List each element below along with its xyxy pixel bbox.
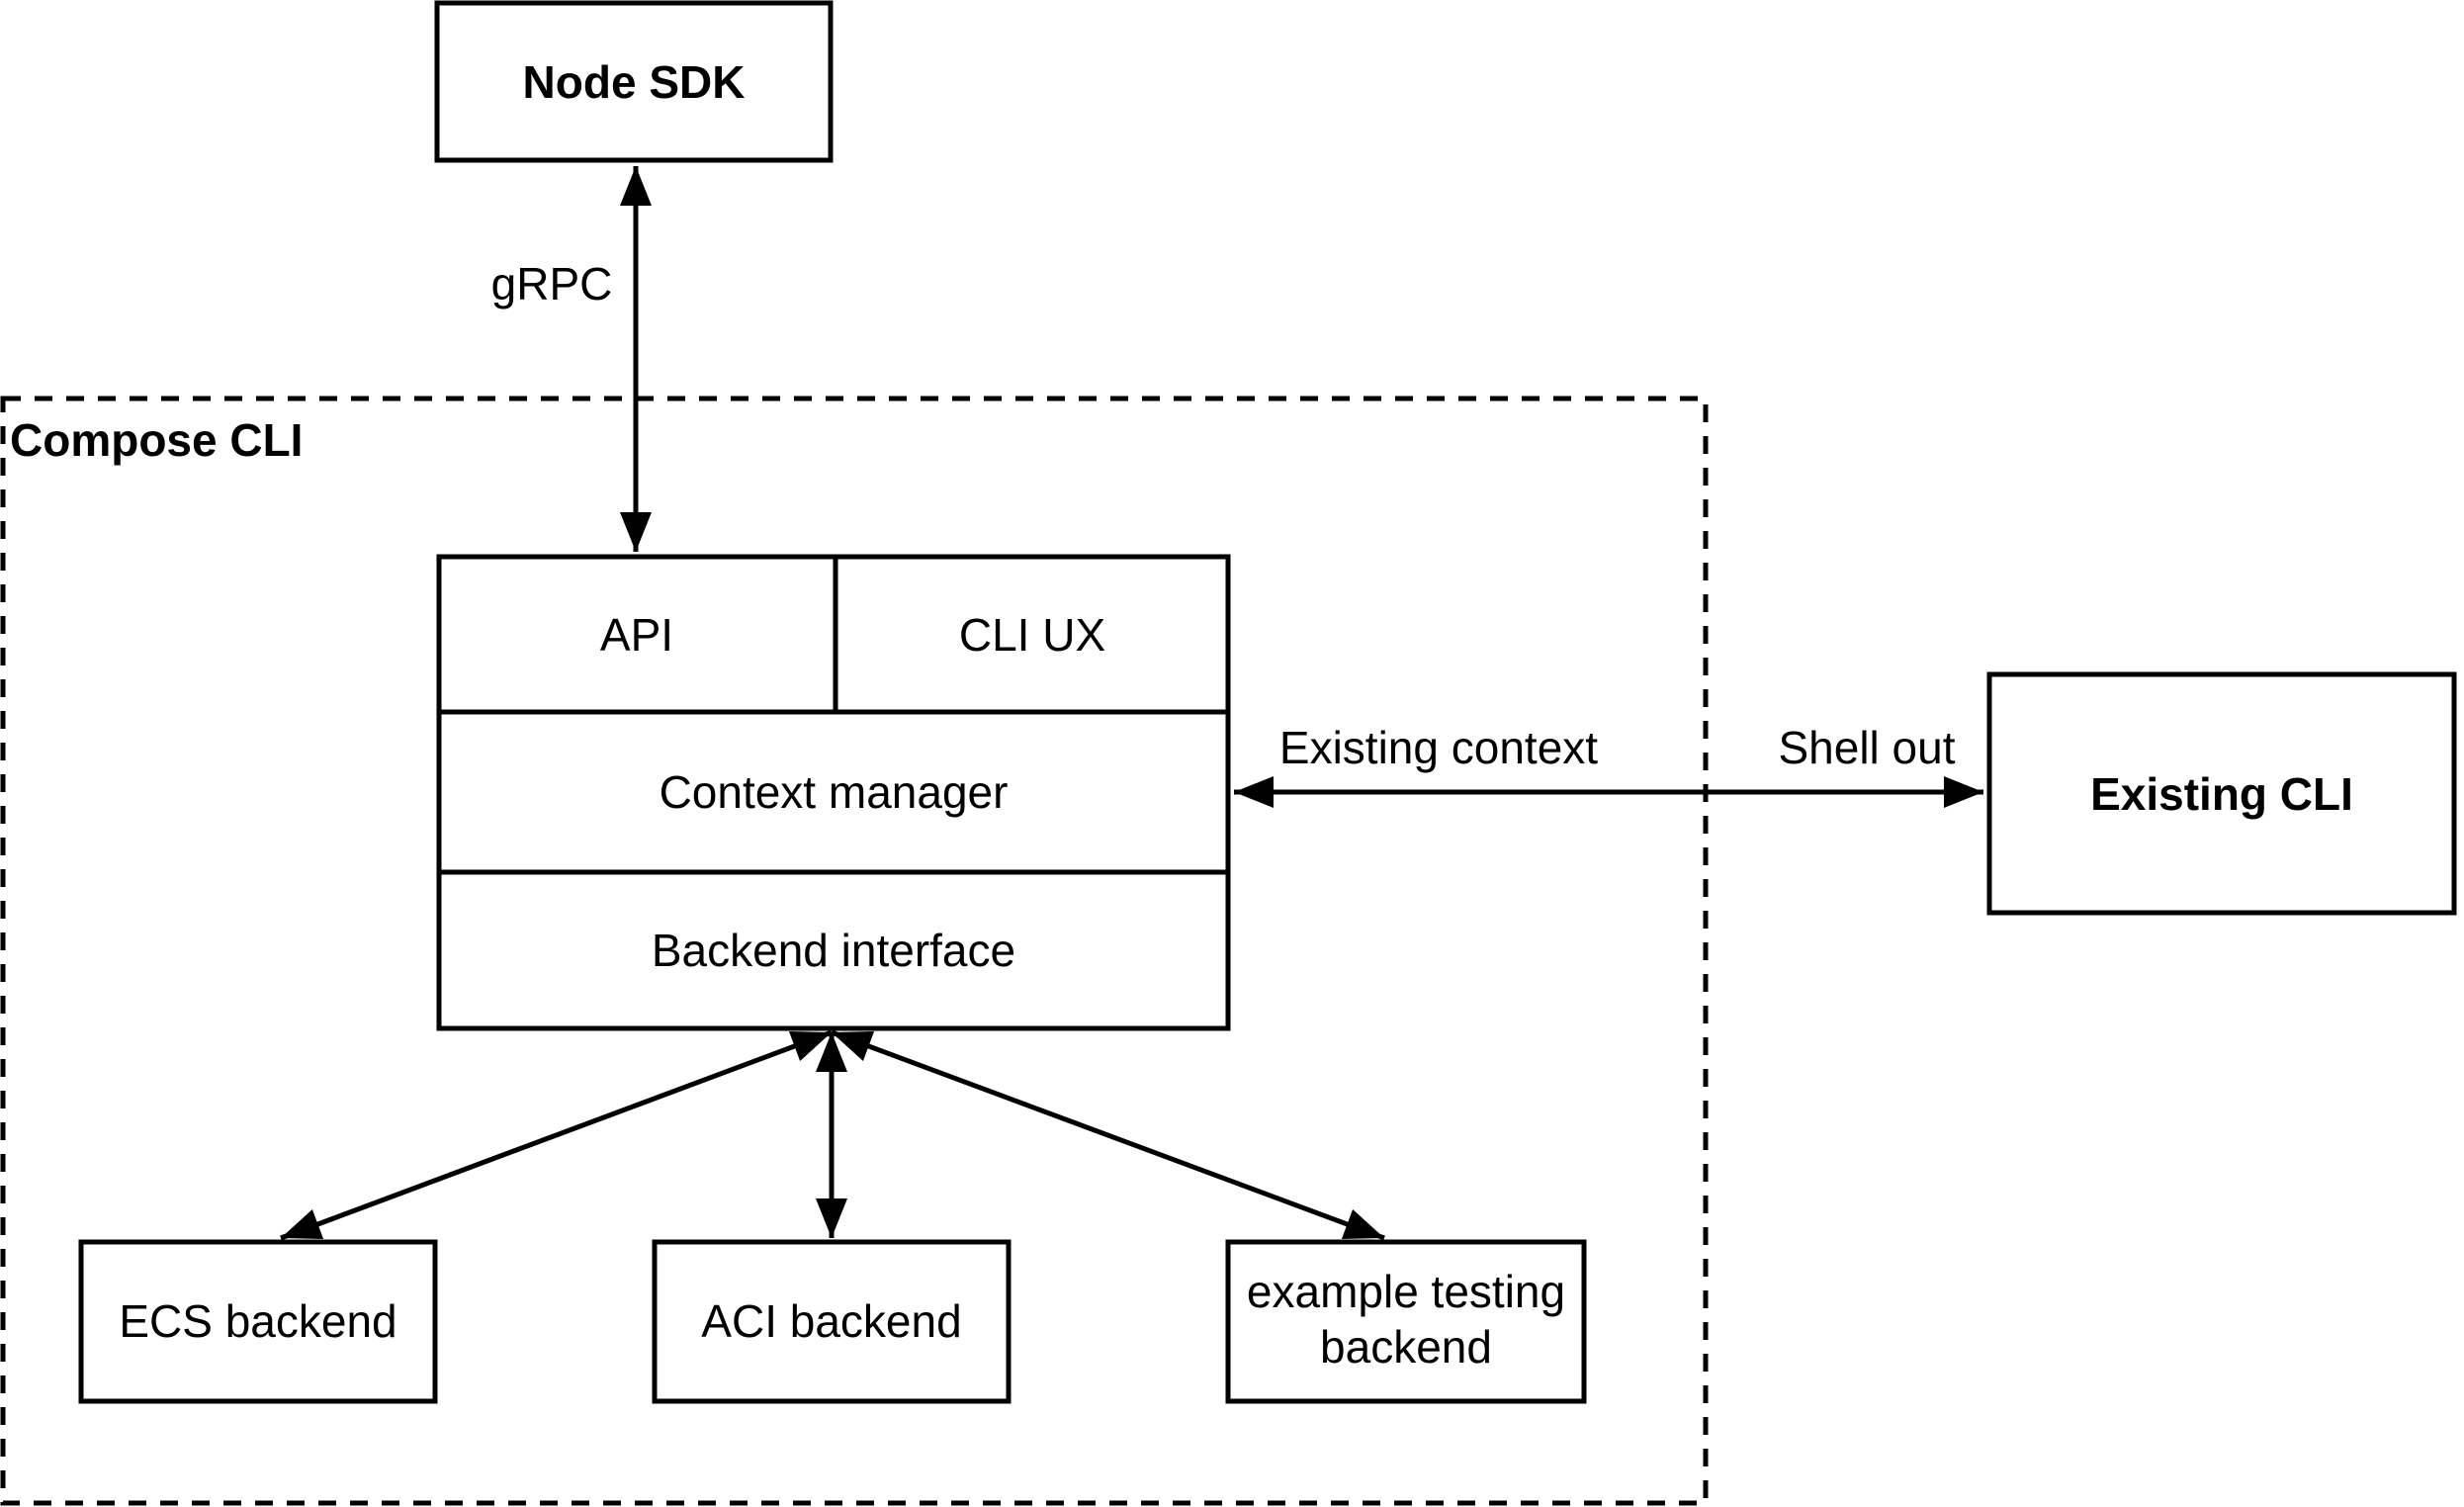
compose-cli-group-box (0, 396, 1709, 1506)
context-manager-label: Context manager (660, 766, 1009, 818)
example-testing-backend-label-line2: backend (1320, 1321, 1492, 1373)
aci-backend-box (652, 1239, 1012, 1404)
edge-backend-ecs (280, 1029, 833, 1241)
node-sdk-label: Node SDK (523, 56, 746, 108)
edge-backend-example (831, 1029, 1385, 1241)
backend-interface-label: Backend interface (652, 925, 1015, 976)
ecs-backend-label: ECS backend (119, 1295, 396, 1347)
ecs-backend-box (78, 1239, 438, 1404)
api-label: API (600, 609, 673, 661)
example-testing-backend-label-line1: example testing (1247, 1266, 1565, 1317)
example-testing-backend-box (1225, 1239, 1587, 1404)
edge-grpc-label: gRPC (491, 258, 613, 310)
node-sdk-box (434, 0, 834, 163)
edge-shell-out-label: Shell out (1778, 722, 1955, 773)
edge-existing-context-label: Existing context (1279, 722, 1598, 773)
compose-cli-group-label: Compose CLI (10, 414, 303, 466)
existing-cli-label: Existing CLI (2090, 768, 2353, 820)
existing-cli-box (1986, 671, 2457, 916)
cli-ux-label: CLI UX (959, 609, 1105, 661)
aci-backend-label: ACI backend (701, 1295, 961, 1347)
